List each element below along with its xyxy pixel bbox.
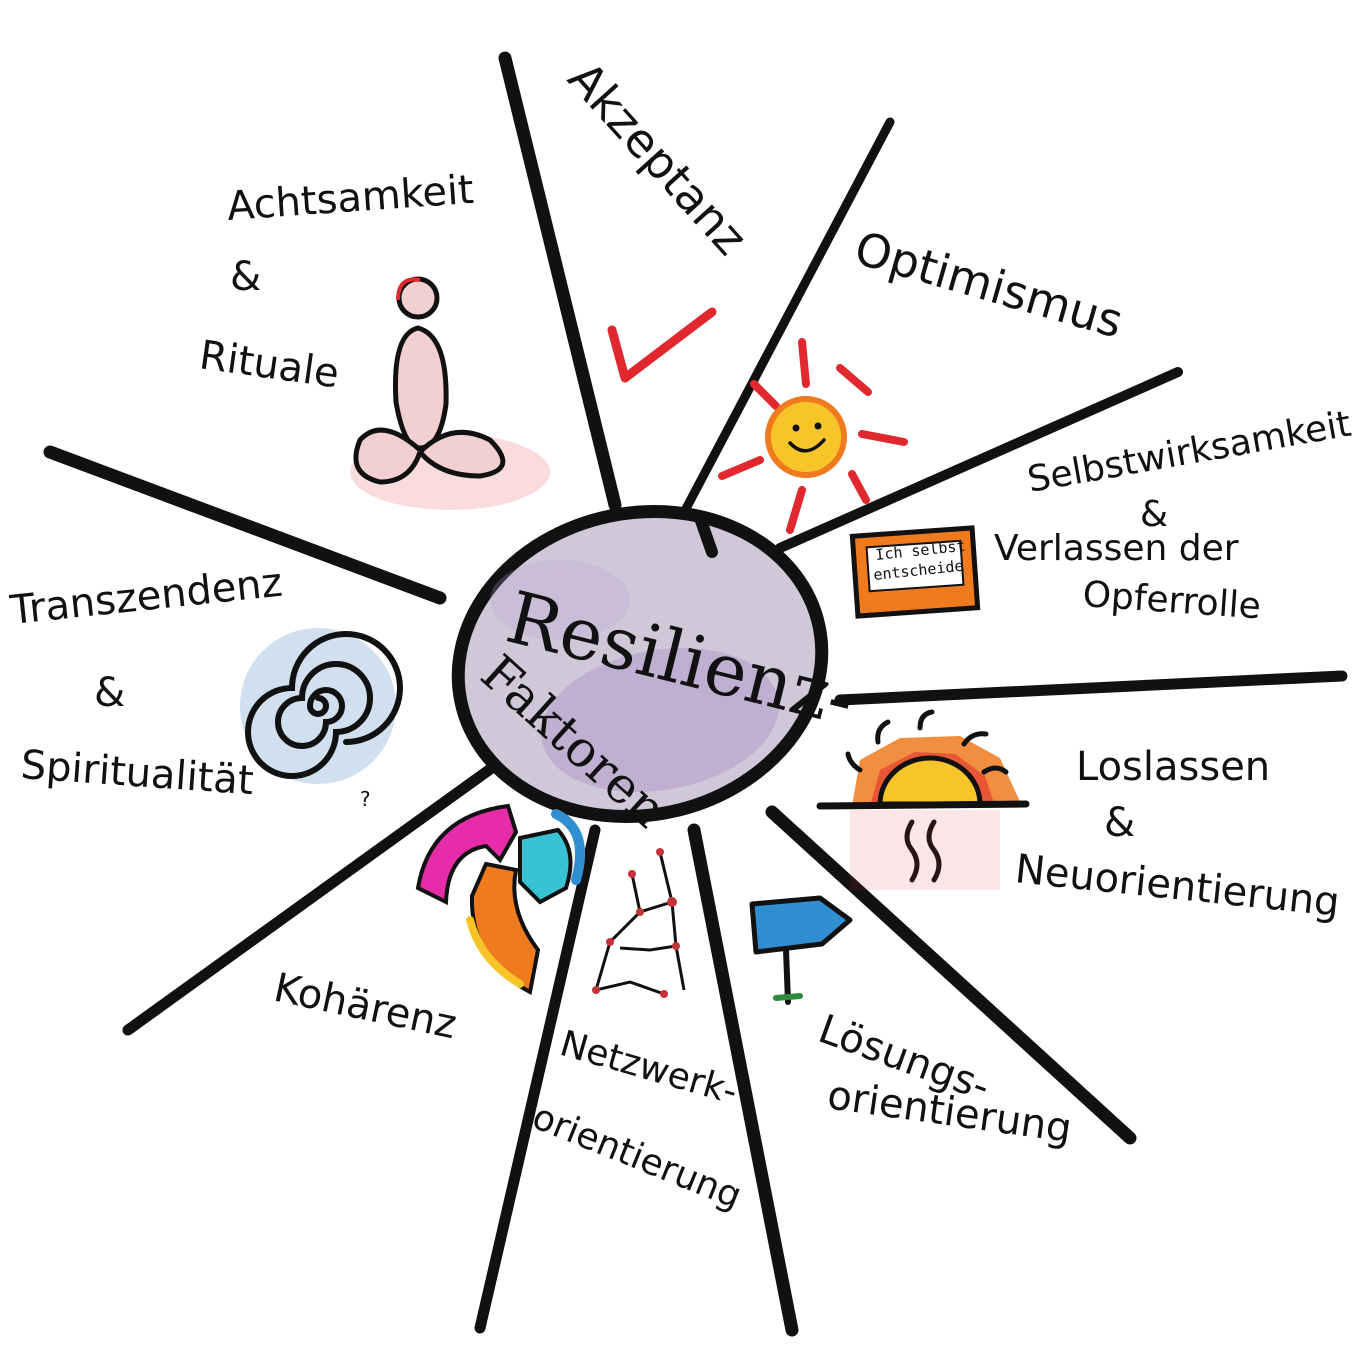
circular-arrows-icon [415,803,586,996]
spoke-loesungsorientierung [765,805,1137,1145]
label-optimismus: Optimismus [849,221,1129,349]
label-achtsamkeit-amp: & [230,254,261,300]
checkmark-icon [607,307,717,383]
label-transzendenz-line3: Spiritualität [19,742,255,804]
spoke-transzendenz [122,756,506,1036]
label-akzeptanz: Akzeptanz [558,51,758,265]
label-loslassen-line3: Neuorientierung [1013,846,1342,926]
spoke-selbstwirksamkeit [775,367,1183,553]
label-netzwerkorientierung: Netzwerk- [556,1023,743,1113]
network-icon [592,848,686,998]
spoke-netzwerkorientierung [687,823,799,1337]
label-transzendenz: Transzendenz [7,560,284,634]
label-loslassen-amp: & [1104,800,1135,846]
spoke-akzeptanz [498,51,622,512]
sign-icon: Ich selbst entscheide [849,525,981,619]
label-transzendenz-amp: & [94,670,125,716]
spoke-optimismus [675,117,895,525]
label-kohaerenz: Kohärenz [270,965,461,1048]
signpost-icon [749,895,853,1005]
label-selbstwirksamkeit-line3: Verlassen der [994,528,1239,569]
spokes [43,51,1348,1337]
spoke-loslassen [834,670,1348,706]
sunset-icon [816,709,1030,890]
label-netzwerkorientierung-line2: orientierung [527,1096,748,1217]
center-node: Resilienz- Faktoren [451,504,863,839]
spoke-achtsamkeit [43,445,447,605]
spoke-kohaerenz [474,824,601,1334]
sun-icon [718,338,908,534]
spiral-question-mark: ? [360,787,371,811]
label-achtsamkeit-line3: Rituale [197,332,342,397]
spiral-icon: ? [240,628,403,811]
label-selbstwirksamkeit-line4: Opferrolle [1081,574,1262,627]
meditation-figure-icon [350,276,550,510]
label-achtsamkeit: Achtsamkeit [225,167,475,230]
label-selbstwirksamkeit-amp: & [1140,494,1168,535]
label-loslassen: Loslassen [1076,744,1270,790]
